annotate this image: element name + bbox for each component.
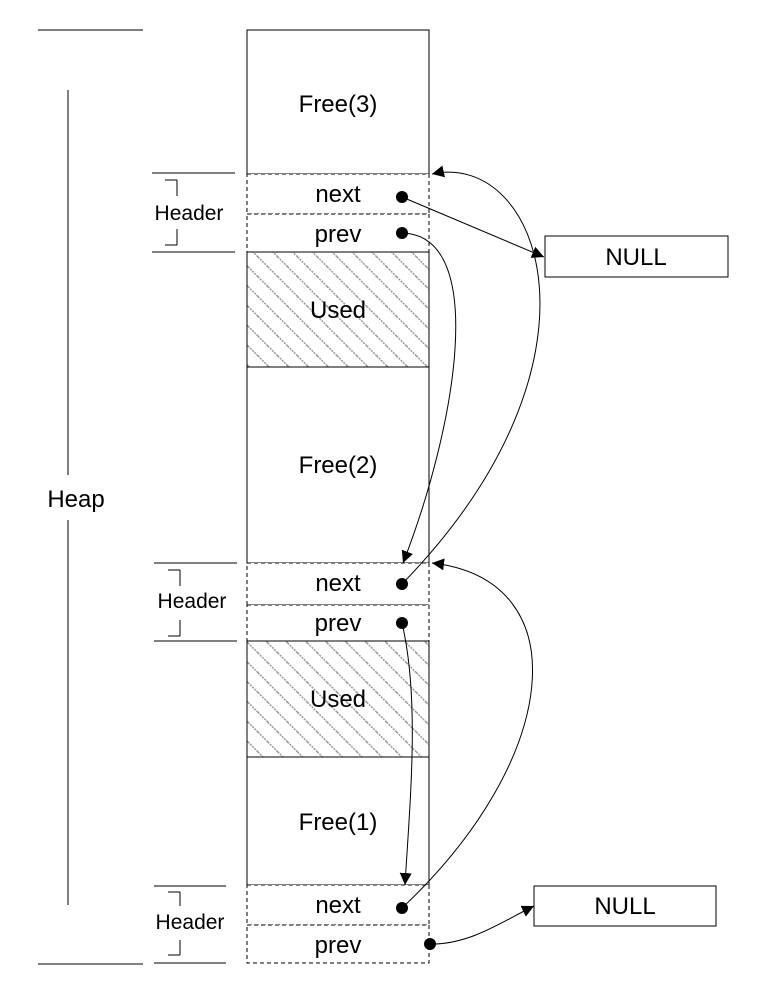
arrow-top-prev-to-middle-header — [401, 232, 457, 564]
heap-label: Heap — [47, 486, 104, 513]
header-middle-prev-field: prev — [315, 610, 362, 637]
header-bottom-prev-field: prev — [315, 932, 362, 959]
header-top: next prev Header — [152, 172, 430, 253]
used-block-top-label: Used — [310, 297, 366, 324]
free-block-2-label: Free(2) — [299, 452, 378, 479]
arrow-bottom-next-to-middle-header — [401, 558, 534, 909]
used-block-bottom: Used — [246, 640, 430, 758]
header-bottom: next prev Header — [154, 884, 436, 964]
null-box-bottom: NULL — [533, 885, 717, 927]
header-middle-next-field: next — [315, 570, 361, 597]
heap-bracket: Heap — [38, 29, 143, 965]
arrow-bottom-prev-to-null — [429, 905, 535, 945]
arrow-middle-next-to-top-header — [401, 165, 541, 585]
header-top-next-field: next — [315, 181, 361, 208]
used-block-top: Used — [246, 251, 430, 368]
null-box-bottom-label: NULL — [594, 893, 655, 920]
free-block-3: Free(3) — [246, 29, 430, 175]
arrow-middle-prev-to-bottom-header — [399, 622, 413, 886]
free-block-1-label: Free(1) — [299, 809, 378, 836]
used-block-bottom-label: Used — [310, 686, 366, 713]
null-box-top-label: NULL — [605, 244, 666, 271]
header-top-prev-field: prev — [315, 221, 362, 248]
header-middle-label: Header — [158, 590, 227, 613]
null-box-top: NULL — [544, 235, 729, 278]
free-block-2: Free(2) — [246, 366, 430, 564]
header-bottom-label: Header — [156, 911, 225, 934]
free-block-3-label: Free(3) — [299, 91, 378, 118]
header-top-label: Header — [155, 202, 224, 225]
arrow-top-next-to-null — [401, 196, 545, 258]
free-block-1: Free(1) — [246, 756, 430, 886]
header-bottom-next-field: next — [315, 892, 361, 919]
header-middle: next prev Header — [154, 562, 430, 642]
